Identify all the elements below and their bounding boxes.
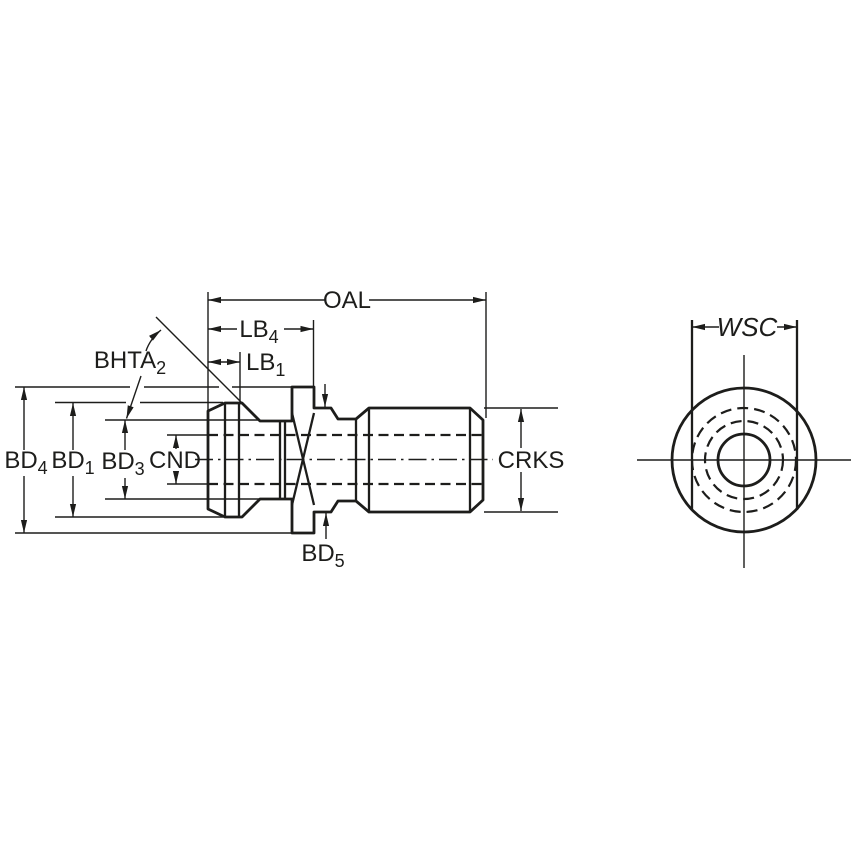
end-view: WSC [637, 312, 851, 568]
bhta2-leader-arrow [125, 375, 142, 419]
pull-stud-outline [206, 385, 485, 535]
dim-label-oal: OAL [323, 287, 371, 314]
dim-bd4: BD4 [4, 387, 48, 533]
dim-bd3: BD3 [101, 420, 145, 499]
dim-cnd: CND [149, 435, 201, 484]
dim-label-cnd: CND [149, 447, 201, 474]
dim-label-lb1: LB1 [246, 349, 285, 380]
dim-label-bd1: BD1 [51, 447, 94, 478]
dim-label-lb4: LB4 [239, 316, 278, 347]
dim-crks: CRKS [498, 409, 565, 511]
side-view: OAL LB4 LB1 BHTA2 BD4 BD1 [4, 287, 564, 571]
dim-label-bhta2: BHTA2 [94, 347, 166, 378]
dim-bd1: BD1 [51, 403, 95, 517]
taper-angle-line [155, 316, 243, 404]
dim-lb1: LB1 [208, 349, 285, 380]
dim-oal: OAL [208, 287, 486, 314]
dim-label-wsc: WSC [717, 312, 778, 342]
dim-wsc: WSC [692, 312, 797, 342]
dim-label-bd3: BD3 [101, 448, 144, 479]
dim-lb4: LB4 [208, 316, 314, 347]
dim-label-bd5: BD5 [301, 540, 344, 571]
dim-label-bd4: BD4 [4, 447, 47, 478]
angle-arc-arrow [145, 329, 162, 352]
dim-label-crks: CRKS [498, 447, 565, 474]
dim-bd5: BD5 [301, 384, 345, 571]
